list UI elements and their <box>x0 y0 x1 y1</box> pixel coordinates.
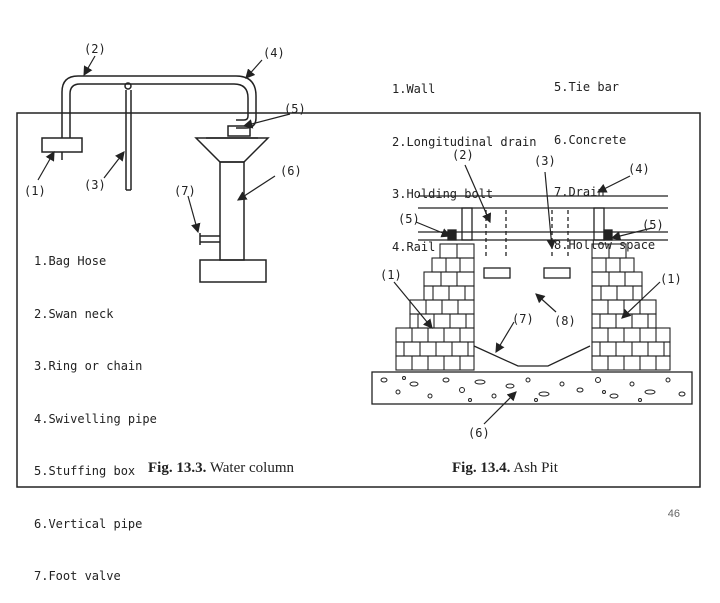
callout-7: (7) <box>174 184 196 198</box>
legend-item: 6.Concrete <box>554 132 627 147</box>
ash-pit-drawing <box>371 195 693 405</box>
legend-item: 6.Vertical pipe <box>34 516 143 531</box>
ash-pit-legend-left: 1.Wall 2.Longitudinal drain 3.Holding bo… <box>392 46 537 274</box>
legend-item: 8.Hollow space <box>554 237 656 252</box>
ash-pit-legend-right: 5.Tie bar 6.Concrete 7.Drain 8.Hollow sp… <box>554 44 655 272</box>
water-column-arrows <box>37 55 291 234</box>
callout-5: (5) <box>398 212 420 226</box>
legend-item: 2.Swan neck <box>34 306 114 321</box>
legend-item: 4.Swivelling pipe <box>34 411 157 426</box>
callout-7: (7) <box>512 312 534 326</box>
water-column-caption: Fig. 13.3. Water column <box>148 460 294 477</box>
legend-item: 3.Ring or chain <box>34 359 143 373</box>
diagram-canvas <box>16 55 701 488</box>
caption-number: Fig. 13.3. <box>148 460 207 476</box>
brick-wall-left <box>395 243 475 371</box>
callout-2: (2) <box>84 42 106 56</box>
concrete-aggregate <box>380 376 686 402</box>
legend-item: 5.Stuffing box <box>34 464 136 478</box>
callout-4: (4) <box>263 46 285 60</box>
legend-item: 1.Wall <box>392 82 436 96</box>
figure-frame <box>16 112 701 488</box>
callout-3: (3) <box>534 154 556 168</box>
callout-2: (2) <box>452 148 474 162</box>
callout-1: (1) <box>380 268 402 282</box>
callout-8: (8) <box>554 314 576 328</box>
slide-number: 46 <box>667 508 680 520</box>
legend-item: 7.Foot valve <box>34 569 121 583</box>
caption-text: Ash Pit <box>510 460 558 476</box>
caption-text: Water column <box>206 460 294 476</box>
legend-item: 7.Drain <box>554 185 605 199</box>
ash-pit-arrows <box>393 164 661 425</box>
water-column-legend: 1.Bag Hose 2.Swan neck 3.Ring or chain 4… <box>34 218 157 603</box>
callout-4: (4) <box>628 162 650 176</box>
callout-1: (1) <box>660 272 682 286</box>
caption-number: Fig. 13.4. <box>452 460 511 476</box>
callout-6: (6) <box>280 164 302 178</box>
brick-wall-right <box>591 243 671 371</box>
legend-item: 2.Longitudinal drain <box>392 134 537 149</box>
callout-5: (5) <box>284 102 306 116</box>
ash-pit-caption: Fig. 13.4. Ash Pit <box>452 460 558 477</box>
legend-item: 5.Tie bar <box>554 80 620 94</box>
callout-5: (5) <box>642 218 664 232</box>
callout-3: (3) <box>84 178 106 192</box>
callout-1: (1) <box>24 184 46 198</box>
legend-item: 3.Holding bolt <box>392 187 494 201</box>
legend-item: 4.Rail <box>392 239 436 254</box>
callout-6: (6) <box>468 426 490 440</box>
legend-item: 1.Bag Hose <box>34 254 107 268</box>
